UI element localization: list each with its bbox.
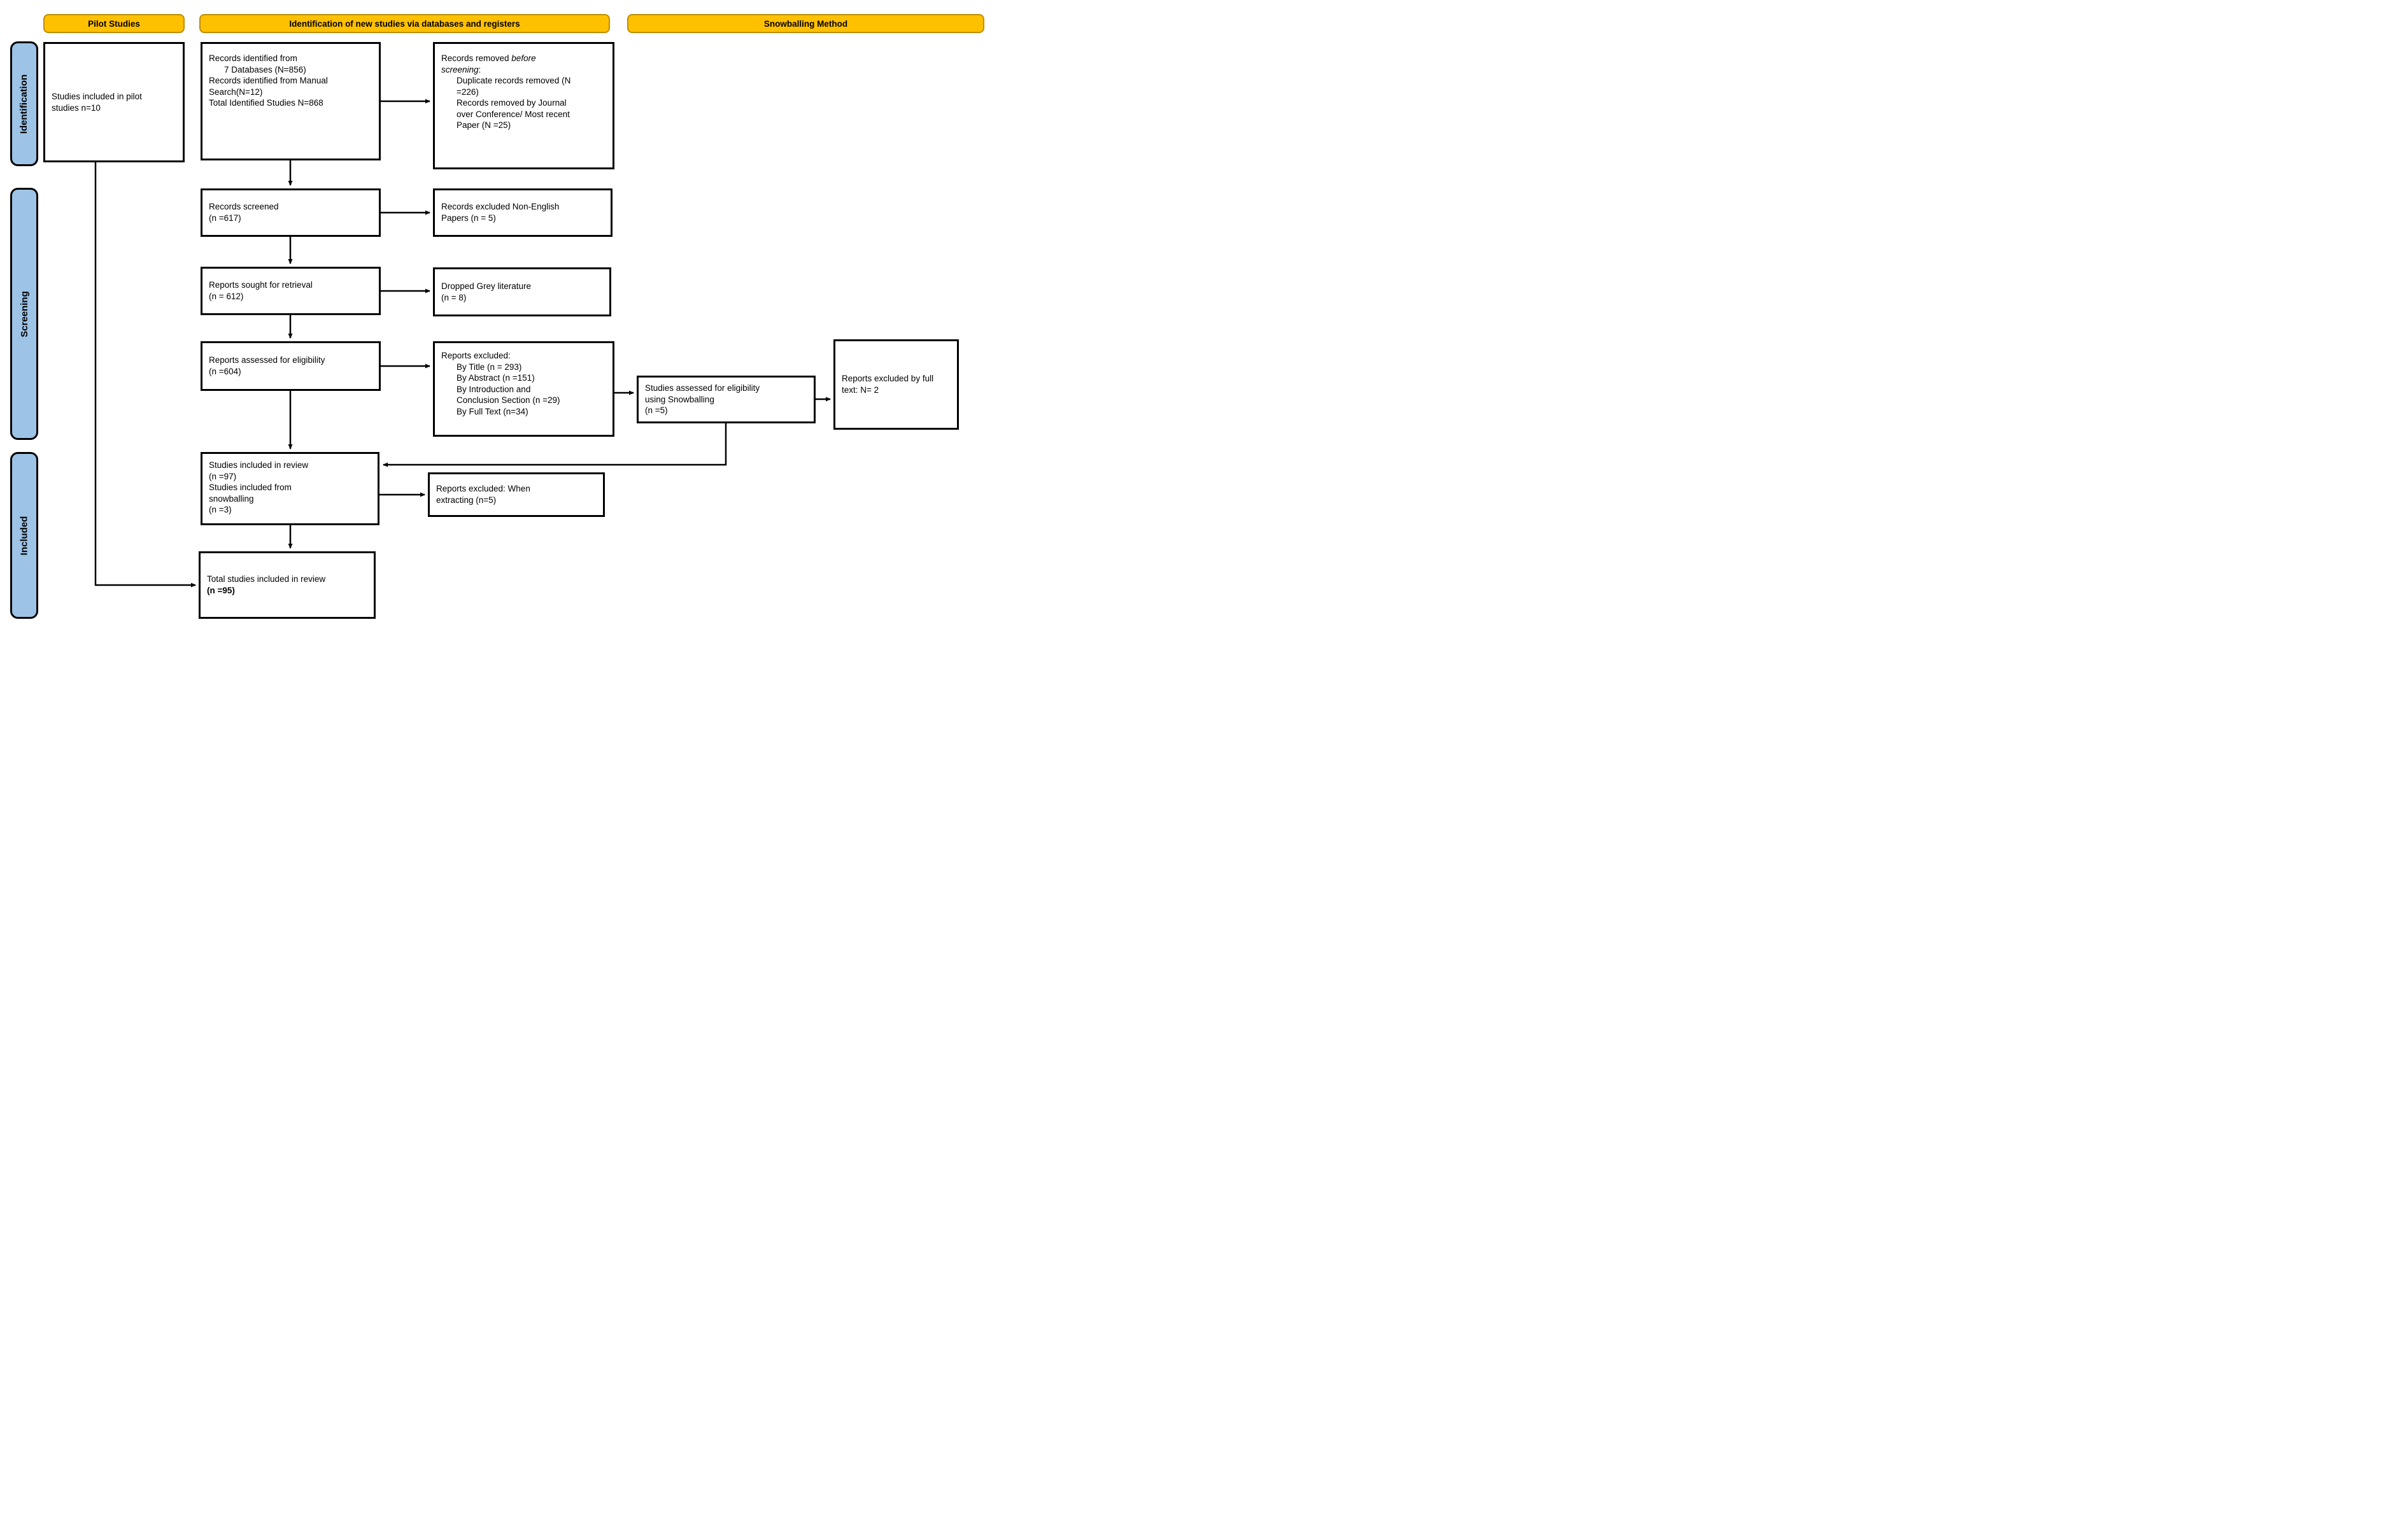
stage-identification-label: Identification — [18, 74, 30, 134]
pilot-included-box: Studies included in pilot studies n=10 — [43, 42, 185, 162]
header-databases-registers: Identification of new studies via databa… — [199, 14, 610, 33]
box-line: Records identified from — [209, 53, 297, 63]
stage-screening-label: Screening — [18, 290, 30, 337]
box-text: Records removed — [441, 53, 512, 63]
box-line: Total Identified Studies N=868 — [209, 98, 323, 108]
box-line: (n =97) — [209, 471, 237, 481]
box-line-total-count: (n =95) — [207, 586, 235, 595]
box-line: Records removed before — [441, 53, 606, 64]
records-screened-box: Records screened (n =617) — [201, 188, 381, 237]
box-line: Reports sought for retrieval — [209, 280, 313, 290]
excluded-fulltext-box: Reports excluded by full text: N= 2 — [833, 339, 959, 430]
box-text-italic: before — [511, 53, 536, 63]
box-line: (n =5) — [645, 406, 668, 416]
excluded-extracting-box: Reports excluded: When extracting (n=5) — [428, 472, 605, 517]
box-line: Studies included from — [209, 483, 292, 493]
box-line: Records identified from Manual — [209, 76, 328, 86]
prisma-flow-diagram: Pilot Studies Identification of new stud… — [0, 0, 985, 621]
box-line: Records screened — [209, 202, 279, 212]
box-line: By Introduction and — [457, 384, 531, 394]
box-line: extracting (n=5) — [436, 495, 497, 505]
snowballing-assessed-box: Studies assessed for eligibility using S… — [637, 376, 816, 423]
box-line: (n =617) — [209, 213, 241, 223]
total-included-box: Total studies included in review (n =95) — [199, 551, 376, 619]
box-line: (n =604) — [209, 367, 241, 376]
box-line: Reports excluded by full — [842, 374, 934, 384]
records-excluded-nonenglish-box: Records excluded Non-English Papers (n =… — [433, 188, 613, 237]
box-line: 7 Databases (N=856) — [224, 64, 306, 74]
stage-identification: Identification — [10, 41, 38, 166]
records-identified-box: Records identified from 7 Databases (N=8… — [201, 42, 381, 160]
box-line: Search(N=12) — [209, 87, 263, 97]
header-snowballing-method: Snowballing Method — [627, 14, 984, 33]
records-removed-box: Records removed before screening: Duplic… — [433, 42, 614, 169]
box-line: (n = 612) — [209, 292, 244, 301]
studies-included-box: Studies included in review (n =97) Studi… — [201, 452, 379, 525]
dropped-grey-literature-box: Dropped Grey literature (n = 8) — [433, 267, 611, 316]
box-line: Duplicate records removed (N — [457, 76, 571, 86]
reports-sought-box: Reports sought for retrieval (n = 612) — [201, 267, 381, 315]
box-line: over Conference/ Most recent — [457, 109, 570, 119]
box-line: Total studies included in review — [207, 574, 326, 584]
box-line: using Snowballing — [645, 394, 714, 404]
box-text: : — [478, 64, 481, 74]
stage-included-label: Included — [18, 516, 30, 555]
reports-excluded-box: Reports excluded: By Title (n = 293) By … — [433, 341, 614, 437]
box-line: By Title (n = 293) — [457, 362, 522, 372]
stage-screening: Screening — [10, 188, 38, 440]
box-text-italic: screening — [441, 64, 479, 74]
box-line: Studies included in review — [209, 460, 309, 470]
box-line: By Abstract (n =151) — [457, 373, 535, 383]
box-line: (n = 8) — [441, 292, 467, 302]
box-line: Reports excluded: — [441, 351, 511, 360]
box-line: text: N= 2 — [842, 385, 879, 395]
reports-assessed-box: Reports assessed for eligibility (n =604… — [201, 341, 381, 391]
box-line: snowballing — [209, 493, 254, 504]
box-line: Papers (n = 5) — [441, 213, 496, 223]
box-line: Studies assessed for eligibility — [645, 383, 760, 393]
box-line: screening: — [441, 64, 606, 76]
box-line: Records removed by Journal — [457, 98, 567, 108]
box-line: Studies included in pilot — [52, 91, 142, 101]
box-line: By Full Text (n=34) — [457, 406, 528, 416]
box-line: (n =3) — [209, 505, 232, 515]
box-line: studies n=10 — [52, 102, 101, 113]
stage-included: Included — [10, 452, 38, 619]
box-line: Reports assessed for eligibility — [209, 355, 325, 365]
box-line: Paper (N =25) — [457, 120, 511, 131]
box-line: =226) — [457, 87, 479, 97]
box-line: Records excluded Non-English — [441, 202, 560, 212]
box-line: Conclusion Section (n =29) — [457, 395, 560, 406]
box-line: Reports excluded: When — [436, 484, 530, 494]
header-pilot-studies: Pilot Studies — [43, 14, 185, 33]
box-line: Dropped Grey literature — [441, 281, 532, 291]
